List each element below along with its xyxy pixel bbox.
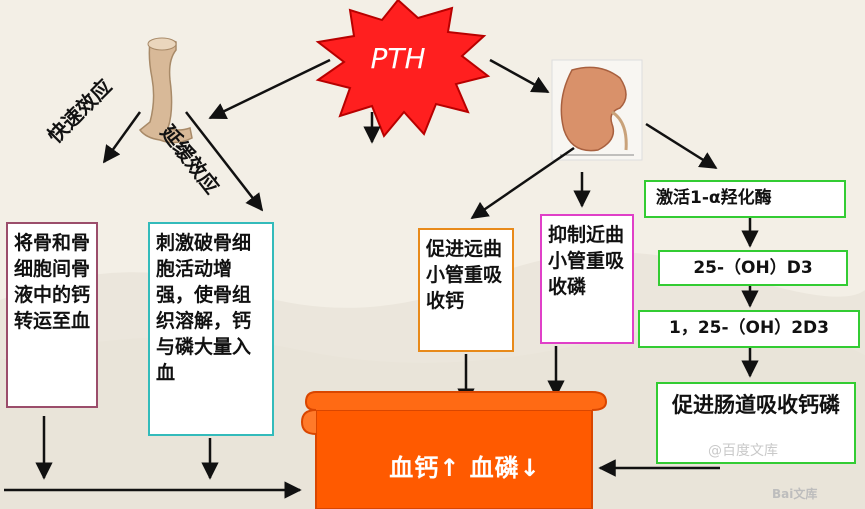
arrow-kidney-ca — [472, 148, 574, 218]
box-kidney-calcium: 促进远曲小管重吸收钙 — [418, 228, 514, 352]
arrow-kidney-vitd — [646, 124, 716, 168]
arrow-pth-to-bone — [210, 60, 330, 118]
box-vitd-activate: 激活1-α羟化酶 — [644, 180, 846, 218]
box-bone-fast: 将骨和骨细胞间骨液中的钙转运至血 — [6, 222, 98, 408]
arrow-bone-fast — [104, 112, 140, 162]
box-bone-slow: 刺激破骨细胞活动增强，使骨组织溶解，钙与磷大量入血 — [148, 222, 274, 436]
box-kidney-phosphate: 抑制近曲小管重吸收磷 — [540, 214, 634, 344]
kidney-image — [552, 60, 642, 160]
box-vitd-125oh: 1，25-（OH）2D3 — [638, 310, 860, 348]
arrow-pth-to-kidney — [490, 60, 548, 92]
watermark-bottom: Bai文库 — [772, 485, 817, 502]
result-label: 血钙↑ 血磷↓ — [330, 448, 600, 483]
watermark-top: @百度文库 — [708, 440, 778, 460]
pth-label: PTH — [358, 42, 438, 75]
box-vitd-25oh: 25-（OH）D3 — [658, 250, 848, 286]
